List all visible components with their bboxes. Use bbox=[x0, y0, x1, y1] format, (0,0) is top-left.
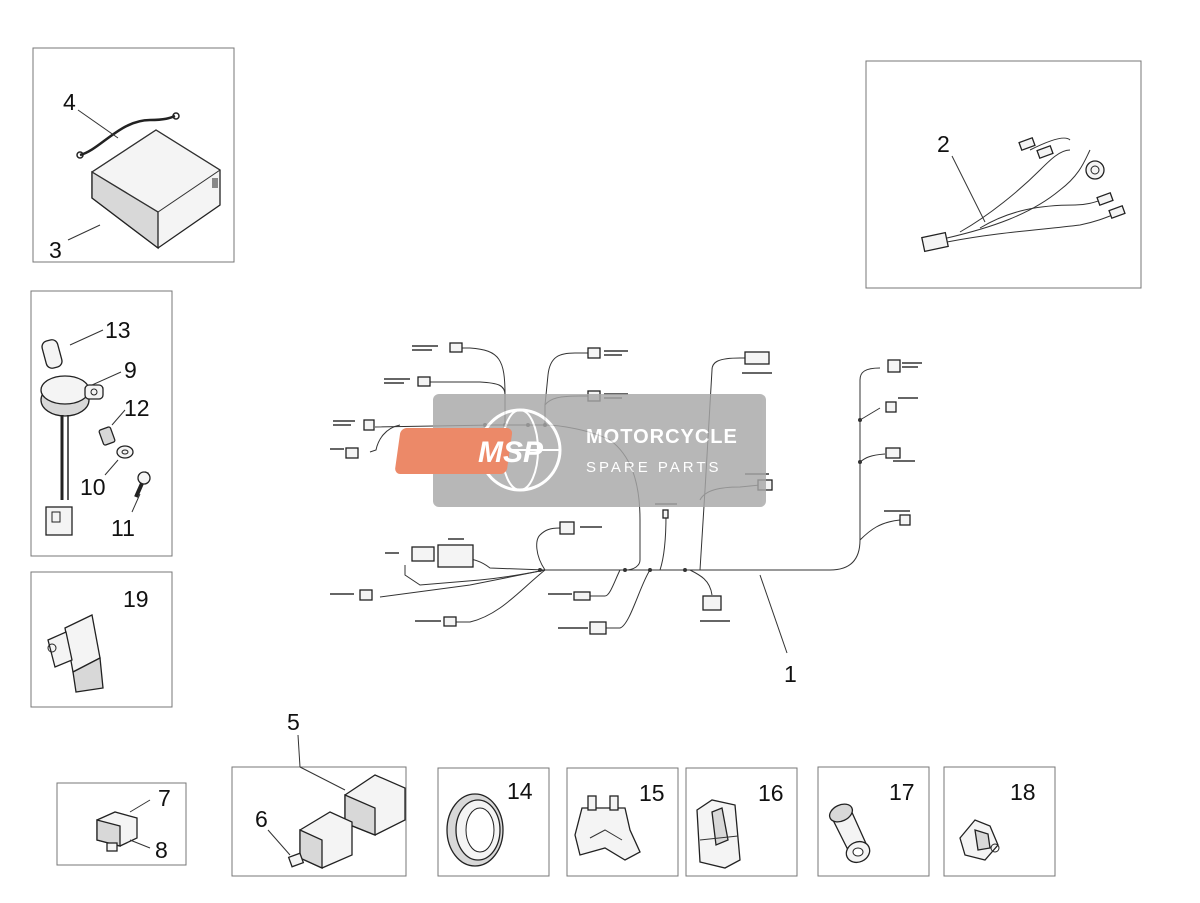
clip-16-box: 16 bbox=[685, 767, 798, 877]
key-switch-box: 13 9 12 10 11 bbox=[30, 290, 173, 557]
callout-9: 9 bbox=[124, 357, 137, 383]
callout-8: 8 bbox=[155, 837, 168, 863]
watermark-subtitle: SPARE PARTS bbox=[586, 459, 722, 476]
grommet-box: 14 bbox=[437, 767, 550, 877]
washer-part bbox=[116, 445, 134, 459]
cap-part bbox=[41, 339, 63, 369]
relay-part bbox=[96, 811, 138, 852]
msp-logo-badge bbox=[395, 428, 513, 474]
grommet-part bbox=[446, 793, 504, 867]
callout-14: 14 bbox=[507, 778, 533, 804]
battery-cable-part bbox=[79, 114, 176, 157]
clip-15-part bbox=[574, 795, 641, 861]
clip-18-part bbox=[959, 819, 1000, 861]
clip-19-part bbox=[47, 614, 104, 693]
watermark-logo: MSP bbox=[478, 436, 544, 469]
battery-box: 4 3 bbox=[32, 47, 235, 263]
callout-16: 16 bbox=[758, 780, 784, 806]
ignition-switch-part bbox=[40, 375, 104, 536]
screw-part bbox=[134, 471, 151, 498]
spacer-part bbox=[828, 803, 871, 864]
callout-4: 4 bbox=[63, 89, 76, 115]
bushing-part bbox=[98, 426, 116, 446]
callout-10: 10 bbox=[80, 474, 106, 500]
spacer-box: 17 bbox=[817, 766, 930, 877]
callout-18: 18 bbox=[1010, 779, 1036, 805]
clip-18-box: 18 bbox=[943, 766, 1056, 877]
callout-5: 5 bbox=[287, 709, 300, 735]
callout-7: 7 bbox=[158, 785, 171, 811]
callout-15: 15 bbox=[639, 780, 665, 806]
callout-17: 17 bbox=[889, 779, 915, 805]
battery-part bbox=[91, 129, 221, 250]
callout-2: 2 bbox=[937, 131, 950, 157]
msp-watermark: MSP MOTORCYCLE SPARE PARTS bbox=[395, 394, 766, 507]
sub-harness-box: 2 bbox=[865, 60, 1142, 289]
callout-1: 1 bbox=[784, 661, 797, 687]
callout-11: 11 bbox=[111, 515, 135, 541]
fuse-box: 5 6 bbox=[231, 709, 407, 877]
clip-15-box: 15 bbox=[566, 767, 679, 877]
watermark-panel bbox=[433, 394, 766, 507]
sub-harness-part bbox=[921, 137, 1126, 253]
callout-19: 19 bbox=[123, 586, 149, 612]
callout-3: 3 bbox=[49, 237, 62, 263]
callout-6: 6 bbox=[255, 806, 268, 832]
relay-box: 7 8 bbox=[56, 782, 187, 866]
clip-16-part bbox=[696, 799, 741, 869]
callout-12: 12 bbox=[124, 395, 150, 421]
watermark-title: MOTORCYCLE bbox=[586, 426, 738, 448]
fuse-box-part bbox=[287, 774, 406, 870]
clip-19-box: 19 bbox=[30, 571, 173, 708]
callout-13: 13 bbox=[105, 317, 131, 343]
